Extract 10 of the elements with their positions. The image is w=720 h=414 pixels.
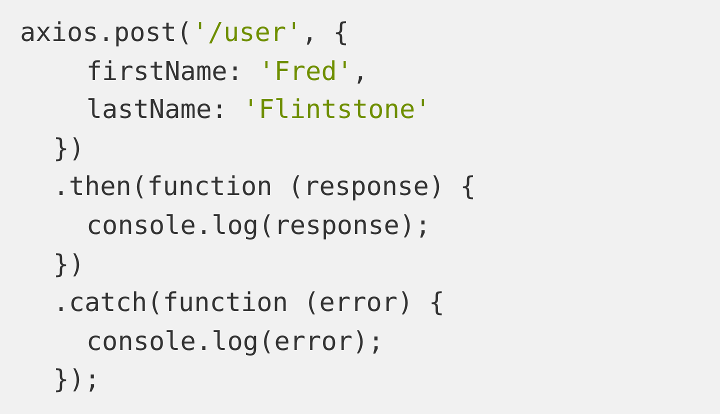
code-line: .catch(function (error) { — [53, 287, 445, 320]
code-line: }); — [53, 364, 100, 396]
code-line: }) — [53, 132, 84, 165]
code-line: .then(function (response) { — [53, 171, 476, 204]
code-line: console.log(response); — [86, 210, 431, 242]
code-line: axios.post('/user', { — [20, 17, 349, 49]
code-line: firstName: 'Fred', — [86, 56, 368, 88]
code-line: lastName: 'Flintstone' — [86, 94, 431, 126]
code-line: console.log(error); — [86, 326, 384, 358]
code-line: }) — [53, 248, 84, 281]
